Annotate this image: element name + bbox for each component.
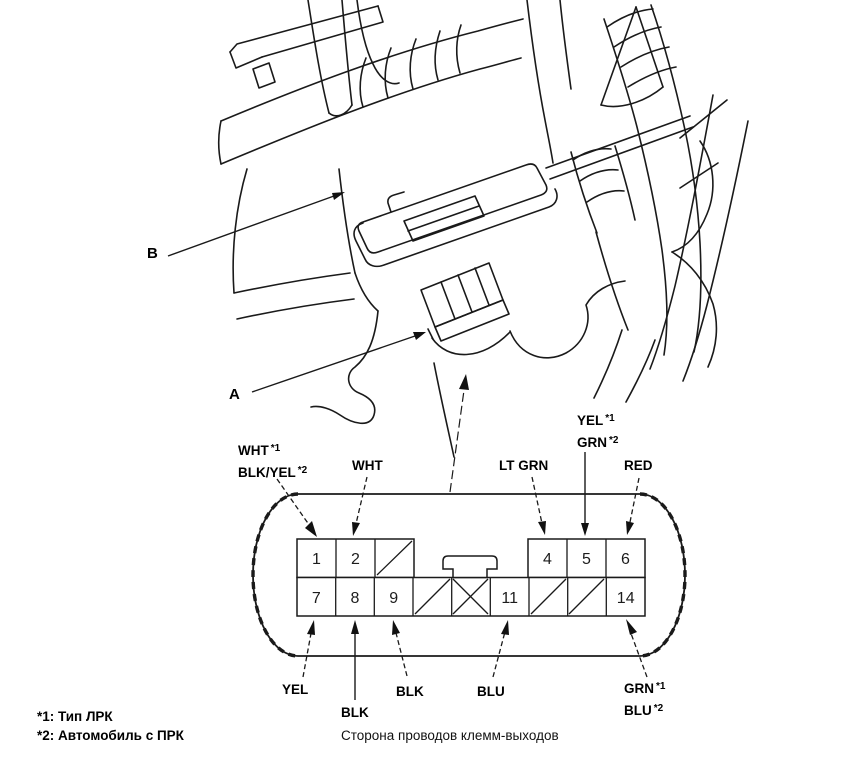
engine-bay-drawing	[217, 0, 749, 458]
connector-outline-left-arc	[251, 492, 299, 658]
wire-label-pin8: BLK	[341, 705, 369, 720]
callout-leaders	[167, 192, 469, 493]
pin-number-6: 6	[621, 551, 630, 568]
pin-number-2: 2	[351, 551, 360, 568]
pin-block-top-right	[527, 538, 646, 579]
blocked-cell-slash	[568, 578, 605, 615]
wire-label-pin9: BLK	[396, 684, 424, 699]
wire-label-pin6: RED	[624, 458, 653, 473]
leader-pin14	[628, 627, 648, 678]
footnote-2: *2: Автомобиль с ПРК	[37, 728, 184, 743]
callout-b-label: B	[147, 245, 158, 262]
wire-label-pin2: WHT	[352, 458, 383, 473]
leader-pin2	[354, 476, 368, 529]
pin-number-4: 4	[543, 551, 552, 568]
wire-label-pin11: BLU	[477, 684, 505, 699]
callout-a-leader	[251, 335, 416, 393]
wire-label-pin1: WHT*1 BLK/YEL*2	[238, 443, 308, 480]
blocked-cell-slash	[414, 578, 451, 615]
connector-pinout-diagram: 1 2 4 5 6 7 8 9 11 14	[251, 452, 687, 700]
leader-pin9	[394, 628, 408, 677]
callout-a-arrowhead	[413, 332, 426, 340]
pinout-location-arrowhead	[459, 374, 469, 390]
leader-pin4	[531, 476, 544, 529]
wire-label-pin14: GRN*1 BLU*2	[624, 681, 666, 718]
wire-label-pin4: LT GRN	[499, 458, 549, 473]
pin-number-14: 14	[617, 590, 635, 607]
leader-pin6	[628, 477, 640, 528]
blocked-cell-x	[452, 578, 489, 615]
pin-number-11: 11	[501, 590, 518, 607]
leader-pin1	[276, 478, 313, 530]
blocked-cell-slash	[376, 540, 413, 576]
terminal-side-caption: Сторона проводов клемм-выходов	[341, 728, 559, 743]
pinout-location-arrow	[449, 382, 466, 493]
wire-label-pin5: YEL*1 GRN*2	[577, 413, 619, 450]
footnotes: *1: Тип ЛРК *2: Автомобиль с ПРК	[37, 707, 184, 745]
pin-number-9: 9	[389, 590, 398, 607]
callout-a-label: A	[229, 386, 240, 403]
callout-b-leader	[167, 195, 335, 257]
pin-number-8: 8	[351, 590, 360, 607]
callout-b-arrowhead	[332, 192, 345, 200]
pin-number-5: 5	[582, 551, 591, 568]
leader-pin7	[302, 627, 313, 678]
leader-pin11	[492, 627, 507, 678]
pin-number-1: 1	[312, 551, 321, 568]
connector-outline-right-arc	[639, 492, 687, 658]
footnote-1: *1: Тип ЛРК	[37, 709, 113, 724]
pin-number-7: 7	[312, 590, 321, 607]
blocked-cell-slash	[530, 578, 567, 615]
wire-label-pin7: YEL	[282, 682, 309, 697]
keying-tab	[442, 555, 498, 579]
